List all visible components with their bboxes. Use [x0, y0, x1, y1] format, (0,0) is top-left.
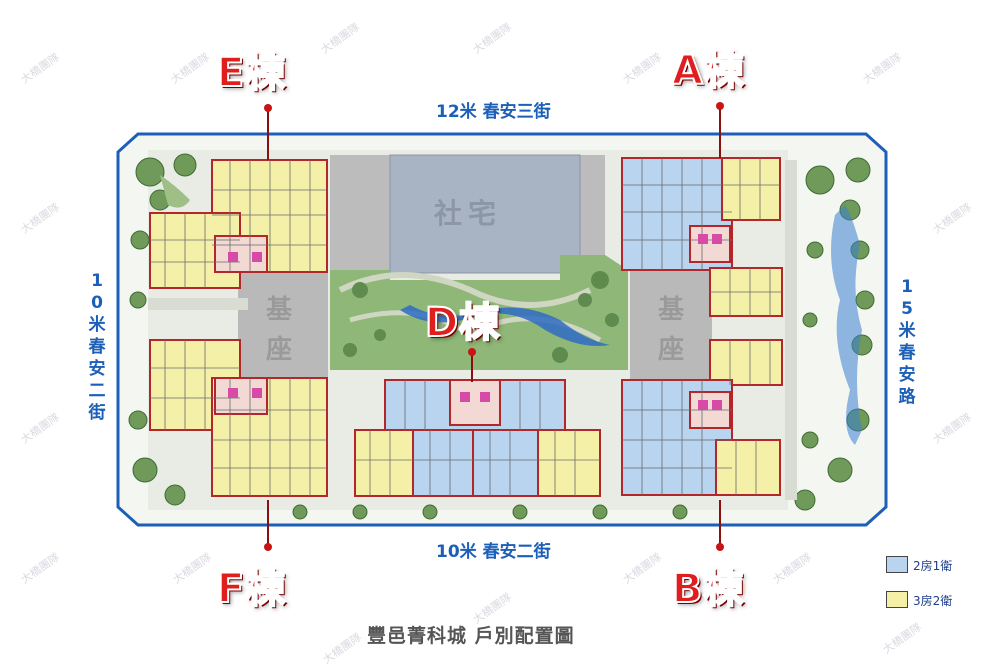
building-f-pin-dot — [264, 543, 272, 551]
street-south: 10米 春安二街 — [436, 542, 551, 562]
street-north: 12米 春安三街 — [436, 102, 551, 122]
building-d-units — [354, 379, 601, 497]
room-partitions — [150, 158, 782, 496]
building-a-pin — [719, 108, 721, 158]
building-f-label[interactable]: F棟 — [216, 565, 287, 613]
east-pond — [831, 205, 862, 445]
building-a-pin-dot — [716, 102, 724, 110]
central-pond — [400, 305, 610, 346]
legend-label-2br: 2房1衛 — [913, 559, 953, 573]
building-d-label[interactable]: D棟 — [424, 299, 501, 347]
legend-swatch-2br — [886, 556, 908, 573]
building-b-pin-dot — [716, 543, 724, 551]
building-d-pin — [471, 350, 473, 382]
street-east: 15米春安路 — [898, 277, 916, 407]
social-housing-label: 社宅 — [434, 197, 503, 230]
legend-swatch-3br — [886, 591, 908, 608]
podium-left-label: 基座 — [265, 295, 292, 365]
building-a-label[interactable]: A棟 — [671, 47, 745, 95]
street-west: 10米春安二街 — [88, 271, 106, 423]
building-e-pin-dot — [264, 104, 272, 112]
building-e-pin — [267, 110, 269, 160]
building-f-pin — [267, 500, 269, 548]
podium-left-area — [238, 270, 328, 380]
building-e-label[interactable]: E棟 — [216, 49, 287, 97]
building-d-pin-dot — [468, 348, 476, 356]
building-b-label[interactable]: B棟 — [671, 565, 745, 613]
perimeter-trees — [128, 153, 875, 520]
diagram-caption: 豐邑菁科城 戶別配置圖 — [367, 625, 575, 647]
legend-label-3br: 3房2衛 — [913, 594, 953, 608]
podium-right-label: 基座 — [657, 295, 684, 365]
core-accents — [228, 234, 722, 410]
podium-right-area — [630, 270, 712, 380]
building-b-pin — [719, 500, 721, 548]
